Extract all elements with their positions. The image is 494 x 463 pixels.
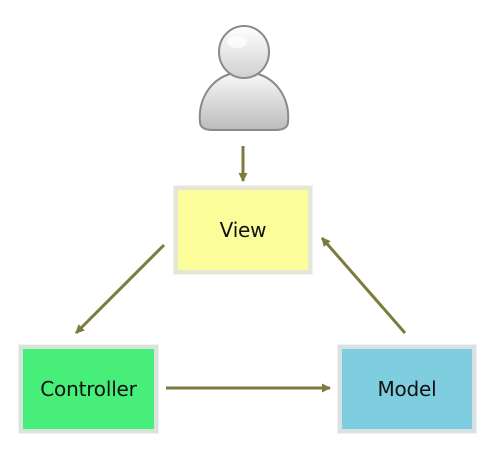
- user-silhouette-icon: [198, 25, 290, 131]
- controller-node-label: Controller: [40, 377, 137, 401]
- edge-model-to-view: [320, 237, 407, 334]
- view-node: View: [174, 186, 312, 274]
- edge-view-to-controller: [74, 243, 166, 335]
- model-node: Model: [338, 345, 476, 433]
- controller-node: Controller: [19, 345, 158, 433]
- view-node-label: View: [219, 218, 267, 242]
- model-node-label: Model: [377, 377, 437, 401]
